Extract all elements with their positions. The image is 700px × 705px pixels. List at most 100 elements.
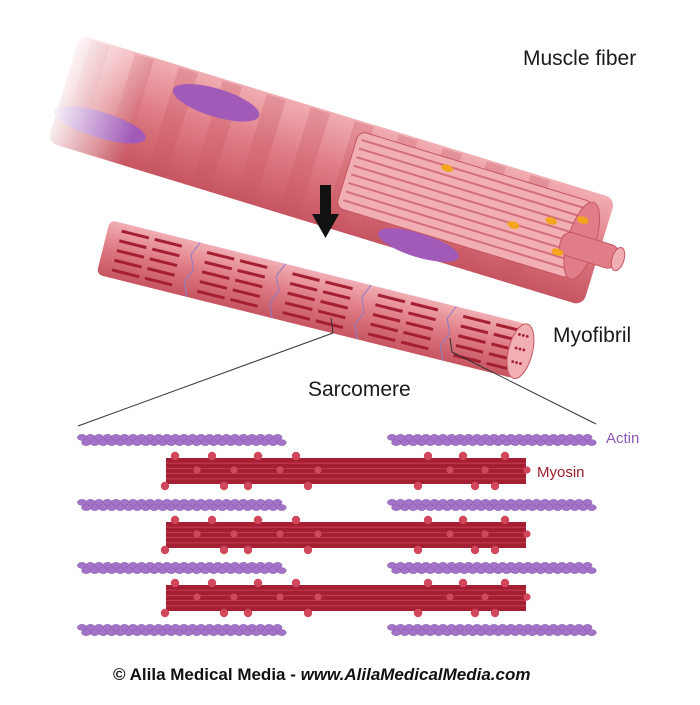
myofibril-thick-band [457, 334, 486, 344]
myosin-head [314, 530, 322, 538]
end-face-dot [514, 346, 518, 350]
myosin-head [243, 481, 253, 491]
myosin-head [193, 530, 201, 538]
mitochondrion [545, 217, 558, 225]
bundle-filament [353, 164, 579, 236]
actin-monomer [276, 504, 287, 511]
actin-monomer [272, 624, 283, 631]
myofibril-thick-band [320, 299, 349, 310]
actin-filament [77, 499, 287, 511]
actin-monomer [582, 624, 593, 631]
myofibril-thick-band [118, 239, 147, 250]
myosin-head [423, 451, 433, 461]
mitochondrion [551, 248, 564, 256]
myofibril-thick-band [196, 289, 225, 300]
actin-monomer [272, 499, 283, 506]
myosin-head [253, 515, 263, 525]
myofibril-label: Myofibril [553, 324, 632, 347]
credit-separator: - [285, 665, 301, 684]
myosin-head [446, 530, 454, 538]
myosin-shaft [166, 522, 526, 548]
myosin-head [470, 608, 480, 618]
myosin-head [170, 451, 180, 461]
end-face-dot [511, 360, 515, 364]
myosin-head [291, 451, 301, 461]
myofibril [97, 221, 535, 380]
myofibril-thick-band [144, 276, 173, 287]
actin-monomer [276, 439, 287, 446]
myofibril-thick-band [232, 288, 261, 299]
myofibril-thick-band [111, 268, 140, 279]
myosin-head [230, 593, 238, 601]
myosin-head [446, 593, 454, 601]
myofibril-thick-band [410, 301, 439, 312]
myofibril-thick-band [375, 303, 403, 313]
myofibril-thick-band [147, 267, 175, 277]
bundle-filament [345, 190, 571, 262]
myosin-head [481, 593, 489, 601]
myosin-head [413, 545, 423, 555]
actin-monomer [586, 629, 597, 636]
myofibril-thick-band [453, 353, 482, 364]
myofibril-thick-band [239, 259, 268, 269]
actin-monomer [276, 629, 287, 636]
credit-owner: © Alila Medical Media [113, 665, 286, 684]
myosin-head [230, 466, 238, 474]
end-face-dot [518, 333, 521, 336]
myosin-head [276, 593, 284, 601]
myosin-head [500, 515, 510, 525]
myosin-head [303, 545, 313, 555]
bundle-filament [356, 156, 582, 227]
myofibril-bundle [337, 132, 626, 280]
actin-monomer [586, 504, 597, 511]
arrow-head [312, 214, 339, 238]
myosin-head [303, 481, 313, 491]
myosin-head [500, 451, 510, 461]
myosin-head [207, 578, 217, 588]
myosin-head [253, 451, 263, 461]
myosin-head [160, 545, 170, 555]
myofibril-thick-band [372, 312, 401, 323]
actin-monomer [272, 562, 283, 569]
myofibril-thick-band [154, 237, 183, 248]
myosin-head [170, 515, 180, 525]
myosin-head [481, 530, 489, 538]
end-face-dot [515, 361, 518, 364]
myofibril-thick-band [370, 322, 399, 333]
myofibril-thick-band [121, 229, 150, 240]
myosin-filament [160, 451, 531, 491]
fiber-striation [235, 94, 286, 204]
myosin-head [219, 481, 229, 491]
myosin-head [253, 578, 263, 588]
myosin-head [193, 466, 201, 474]
actin-filament [387, 624, 597, 636]
myofibril-thick-band [462, 314, 491, 325]
myofibril-thick-band [201, 270, 230, 281]
myofibril-thick-band [287, 291, 316, 302]
myosin-shaft [166, 585, 526, 611]
myosin-head [458, 451, 468, 461]
down-arrow-icon [312, 185, 339, 238]
actin-monomer [582, 499, 593, 506]
fiber-striation [279, 107, 330, 217]
myofibril-thick-band [292, 272, 320, 282]
copyright-credit: © Alila Medical Media - www.AlilaMedical… [113, 665, 530, 685]
bundle-filament [348, 182, 574, 253]
bundle-filament [350, 173, 577, 245]
myofibril-thick-band [234, 278, 263, 289]
muscle-fiber [32, 22, 626, 304]
nucleus [172, 83, 260, 122]
myosin-head [470, 481, 480, 491]
myosin-head [243, 545, 253, 555]
myosin-head [291, 515, 301, 525]
bundle-filament [342, 199, 569, 270]
myosin-head [490, 608, 500, 618]
myosin-head [276, 530, 284, 538]
myosin-head [413, 481, 423, 491]
myosin-head [523, 593, 531, 601]
myosin-shaft [166, 458, 526, 484]
myosin-head [458, 515, 468, 525]
myosin-head [160, 608, 170, 618]
myosin-head [523, 530, 531, 538]
